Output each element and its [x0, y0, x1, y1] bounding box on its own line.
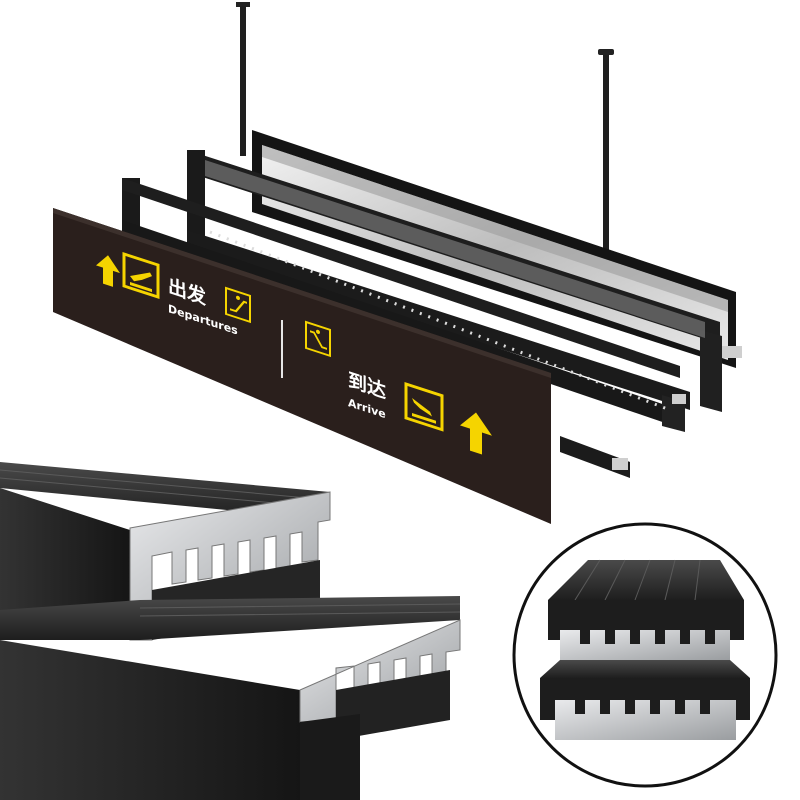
escalator-icon — [305, 320, 331, 358]
up-arrow-icon — [96, 255, 120, 287]
front-sign-panel: 出发 Departures 到达 Arrive — [53, 208, 551, 524]
departure-plane-icon — [122, 252, 160, 300]
lower-rail — [560, 436, 630, 478]
up-arrow-icon — [460, 412, 492, 455]
suspension-rods — [236, 2, 614, 285]
profile-detail-inset — [512, 522, 778, 788]
escalator-icon — [225, 286, 251, 324]
aluminum-profile-lower — [0, 596, 461, 800]
arrival-plane-icon — [404, 382, 444, 432]
